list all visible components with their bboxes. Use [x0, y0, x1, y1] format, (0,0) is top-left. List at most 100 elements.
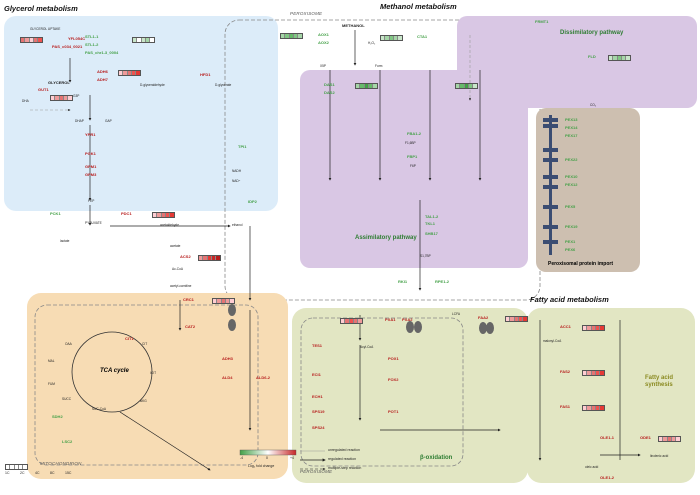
import-region: [536, 108, 640, 272]
legend-scale-15c: 15C: [65, 471, 72, 475]
heatmap-strip: [582, 405, 606, 411]
gene-fba1-2: FBA1-2: [407, 131, 422, 136]
transporter-acetyl-carnitine: [228, 304, 236, 316]
nadh-label: NADH: [232, 169, 242, 173]
linolenic-acid-label: linolenic acid: [650, 454, 669, 458]
gene-aox1: AOX1: [318, 32, 329, 37]
transporter-crc1: [228, 319, 236, 331]
methanol-label: METHANOL: [342, 23, 365, 28]
gene-tpi1: TPI1: [238, 144, 247, 149]
gene-ole1-1: OLE1-1: [600, 435, 615, 440]
succ-coa-label: SUC-CoA: [92, 407, 106, 411]
gene-acc1: ACC1: [560, 324, 571, 329]
gene-cit1: CIT1: [125, 336, 134, 341]
gene-rpe1-2: RPE1-2: [435, 279, 450, 284]
acetyl-carnitine-label: acetyl-carnitine: [170, 284, 192, 288]
gene-hfd1: HFD1: [200, 72, 211, 77]
gene-stl1-2: STL1-2: [85, 42, 99, 47]
gene-ole1-2: OLE1-2: [600, 475, 615, 480]
legend-unregulated: unregulated reaction: [328, 448, 360, 452]
ac-coa-label: Ac-CoA: [172, 267, 183, 271]
citrate-label: CIT: [142, 342, 148, 346]
legend-fold-change-label: Log₂ fold change: [248, 464, 275, 468]
legend-fold-zero: 0: [266, 456, 268, 460]
glycerol-metabolism-title: Glycerol metabolism: [4, 4, 78, 13]
akg-label: AKG: [140, 399, 147, 403]
gene-fbp1: FBP1: [407, 154, 418, 159]
malonyl-coa-label: malonyl-CoA: [543, 339, 562, 343]
form-label: Form: [375, 64, 383, 68]
gene-pex10: PEX10: [565, 174, 578, 179]
gene-ypr1: YPR1: [85, 132, 96, 137]
gene-faa2: FAA2: [478, 315, 489, 320]
gene-sps19: SPS19: [312, 409, 325, 414]
gap-label: GAP: [105, 119, 112, 123]
mitochondrion-inner: [34, 304, 259, 466]
peroxisome-top-label: PEROXISOME: [290, 11, 323, 16]
heatmap-strip: [340, 318, 364, 324]
fatty-acid-synthesis-label: Fatty acid synthesis: [645, 375, 674, 389]
legend-scale-1c: 1C: [5, 471, 10, 475]
gene-pex14: PEX14: [565, 125, 578, 130]
gene-frmt1: FRMT1: [535, 19, 549, 24]
gene-fox2: FOX2: [388, 377, 399, 382]
gene-pdc1: PDC1: [121, 211, 132, 216]
gene-das2: DAS2: [324, 90, 335, 95]
gene-tal1-2: TAL1-2: [425, 214, 439, 219]
heatmap-strip: [118, 70, 142, 76]
gene-pex1: PEX1: [565, 239, 576, 244]
g3p-label: G3P: [73, 94, 80, 98]
glycerol-region: [4, 16, 278, 211]
legend-multistep: multiple-step reaction: [328, 466, 362, 470]
heatmap-strip: [658, 436, 682, 442]
gene-adh6: ADH6: [97, 69, 108, 74]
gene-rki1: RKI1: [398, 279, 408, 284]
beta-oxidation-outline: [300, 317, 464, 467]
s17bp-label: S1,7BP: [420, 254, 431, 258]
legend-fold-pos: +4: [290, 456, 294, 460]
peroxisome-fatty-region: [292, 308, 528, 483]
gene-pex17: PEX17: [565, 133, 578, 138]
legend-regulated: regulated reaction: [328, 457, 357, 461]
gene-gut1: GUT1: [38, 87, 49, 92]
gene-pex6: PEX6: [565, 247, 576, 252]
peroxisomal-import-label: Peroxisomal protein import: [548, 261, 614, 267]
oleic-acid-label: oleic acid: [585, 465, 599, 469]
gene-sdh2: SDH2: [52, 414, 63, 419]
assimilatory-label: Assimilatory pathway: [355, 235, 417, 241]
beta-oxidation-label: β-oxidation: [420, 455, 453, 461]
gene-gpm3: GPM3: [85, 172, 97, 177]
dhap-label: DHAP: [75, 119, 84, 123]
gene-acs2: ACS2: [180, 254, 191, 259]
f6p-label: F6P: [410, 164, 416, 168]
d-glycerate-label: D-glycerate: [215, 83, 232, 87]
glycerol-uptake-label: GLYCEROL UPTAKE: [30, 27, 61, 31]
gene-pex13: PEX13: [565, 117, 578, 122]
acetate-label: acetate: [170, 244, 181, 248]
heatmap-strip: [380, 35, 404, 41]
legend-scale-4c: 4C: [35, 471, 40, 475]
tca-cycle-label: TCA cycle: [100, 368, 129, 374]
heatmap-strip: [212, 298, 236, 304]
gene-idp2: IDP2: [248, 199, 257, 204]
gene-pot1: POT1: [388, 409, 399, 414]
gene-tes1: TES1: [312, 343, 323, 348]
acyl-coa-label: Acyl-CoA: [360, 345, 374, 349]
legend-fold-neg: -4: [240, 456, 244, 460]
transporter-faa2: [479, 322, 487, 334]
transporter-ant1: [486, 322, 494, 334]
gene-adh7: ADH7: [97, 77, 108, 82]
gene-eci1: ECI1: [312, 372, 321, 377]
ethanol-label: ethanol: [232, 223, 243, 227]
gene-sps24: SPS24: [312, 425, 325, 430]
acetaldehyde-label: acetaldehyde: [160, 223, 179, 227]
h2o2-label: H₂O₂: [368, 41, 376, 45]
gene-lsc2: LSC2: [62, 439, 73, 444]
heatmap-strip: [608, 55, 632, 61]
gene-fas1: FAS1: [560, 404, 571, 409]
gene-cta1: CTA1: [417, 34, 428, 39]
heatmap-strip: [20, 37, 44, 43]
mal-label: MAL: [48, 359, 55, 363]
pyruvate-label: PYRUVATE: [85, 221, 102, 225]
gene-pas-chr1-3-0004: PAS_chr1-3_0004: [85, 50, 119, 55]
